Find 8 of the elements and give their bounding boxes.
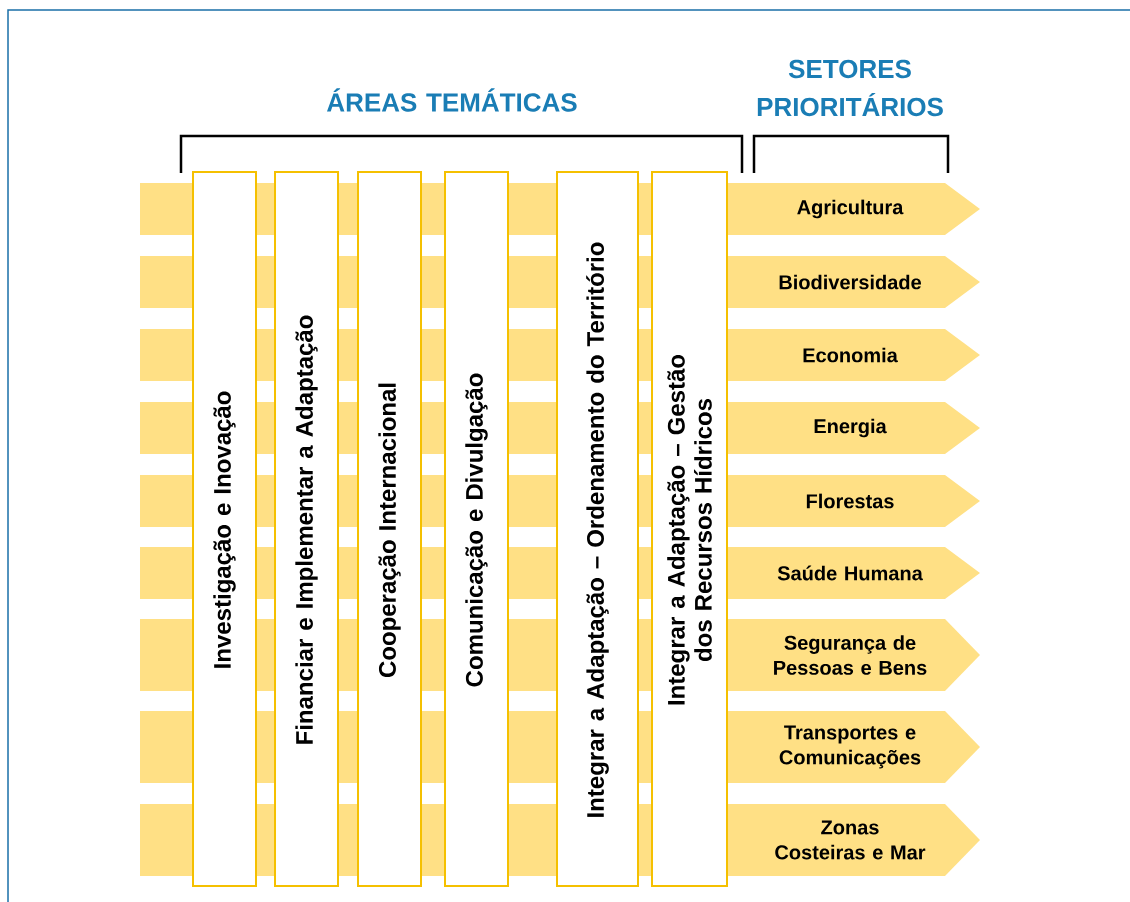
column-box: Cooperação Internacional	[357, 171, 422, 887]
column-box: Comunicação e Divulgação	[444, 171, 509, 887]
column-box: Integrar a Adaptação – Gestão dos Recursos Hídricos	[651, 171, 728, 887]
heading: ÁREAS TEMÁTICAS	[327, 88, 577, 112]
heading: SETORES PRIORITÁRIOS	[757, 59, 943, 117]
column-box: Financiar e Implementar a Adaptação	[274, 171, 339, 887]
column-box: Integrar a Adaptação – Ordenamento do Território	[556, 171, 639, 887]
column-box: Investigação e Inovação	[192, 171, 257, 887]
